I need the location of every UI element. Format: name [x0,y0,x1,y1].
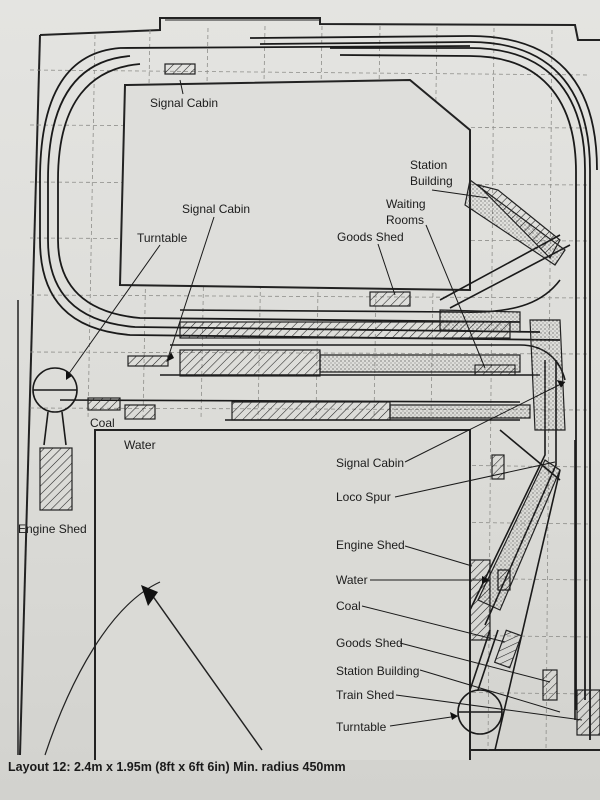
platform-building-2 [231,401,391,421]
engine-shed-right [469,559,491,641]
coal-right [493,629,523,669]
water-tower-left [124,404,156,420]
label-turntable-right: Turntable [336,720,387,734]
track-plan-diagram: Signal Cabin Signal Cabin Turntable Good… [17,17,600,760]
leader-lines [67,79,583,727]
signal-cabin-mid [127,355,169,367]
label-water-left: Water [124,438,156,452]
label-station-building-top-2: Building [410,174,453,188]
label-goods-shed-top: Goods Shed [337,230,404,244]
label-goods-shed-right: Goods Shed [336,636,403,650]
label-train-shed: Train Shed [336,688,394,702]
waiting-rooms [474,364,516,376]
label-waiting-rooms-1: Waiting [386,197,426,211]
platform-building [179,349,321,377]
label-engine-shed-right: Engine Shed [336,538,405,552]
signal-cabin-right [491,454,505,480]
operating-well-bottom [95,430,470,760]
label-signal-cabin-right: Signal Cabin [336,456,404,470]
station-building-top [179,321,511,339]
reach-arrow-head [141,585,158,606]
coal-stage-left [87,397,121,411]
signal-cabin-top [164,63,196,75]
train-shed-right [576,689,600,736]
label-turntable-left: Turntable [137,231,188,245]
reach-radius-line [151,594,263,751]
label-signal-cabin-mid: Signal Cabin [182,202,250,216]
label-station-building-top-1: Station [410,158,447,172]
label-engine-shed-left: Engine Shed [18,522,87,536]
water-tower-right [497,569,511,591]
station-building-angled [476,183,561,259]
turntables [32,367,503,735]
label-waiting-rooms-2: Rooms [386,213,424,227]
goods-shed-top [369,291,411,307]
label-water-right: Water [336,573,368,587]
reach-arc [44,581,161,756]
label-signal-cabin-top: Signal Cabin [150,96,218,110]
buildings [39,63,600,736]
goods-shed-right [542,669,558,701]
arrow-heads [66,352,565,720]
label-coal-left: Coal [90,416,115,430]
label-loco-spur: Loco Spur [336,490,391,504]
label-coal-right: Coal [336,599,361,613]
figure-caption: Layout 12: 2.4m x 1.95m (8ft x 6ft 6in) … [8,760,346,774]
label-station-building-right: Station Building [336,664,419,678]
engine-shed-left [39,447,73,511]
diagram-labels: Signal Cabin Signal Cabin Turntable Good… [18,96,453,734]
main-line-loop [39,35,598,740]
